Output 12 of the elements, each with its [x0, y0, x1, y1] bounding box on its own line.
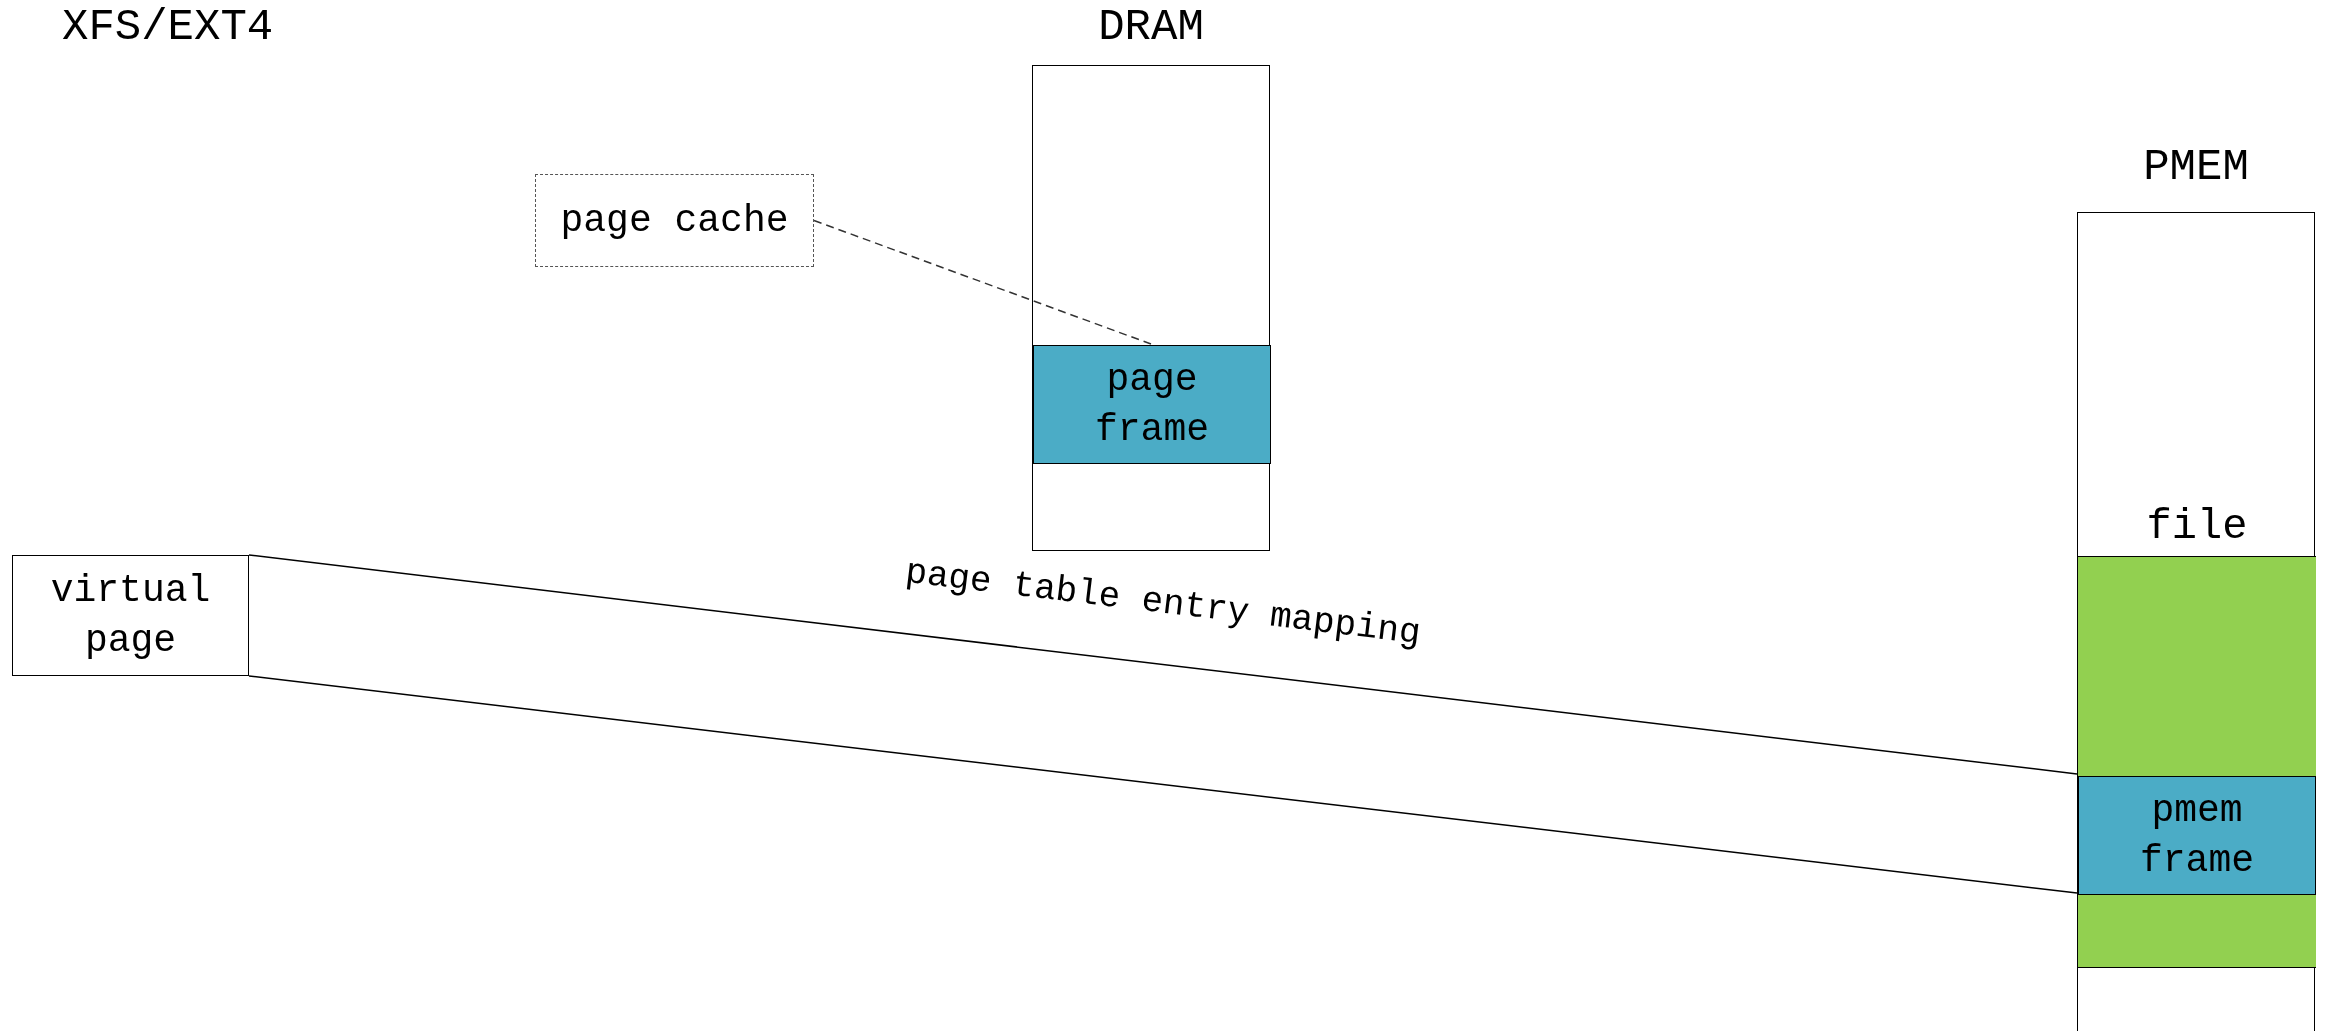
heading-label: XFS/EXT4 [62, 2, 274, 52]
column-heading: DRAM [1097, 2, 1205, 52]
page-cache-box: page cache [535, 174, 814, 267]
virtual-page-box: virtual page [12, 555, 249, 676]
page-frame-block: page frame [1033, 345, 1271, 464]
dashed-leader-line [813, 219, 1152, 345]
mapping-line [248, 675, 2078, 894]
pmem-frame-block: pmem frame [2078, 776, 2316, 895]
column-heading: PMEM [2142, 142, 2250, 192]
region-label: file [2145, 503, 2249, 551]
mapping-line [248, 554, 2078, 775]
edge-label: page table entry mapping [903, 551, 1423, 654]
